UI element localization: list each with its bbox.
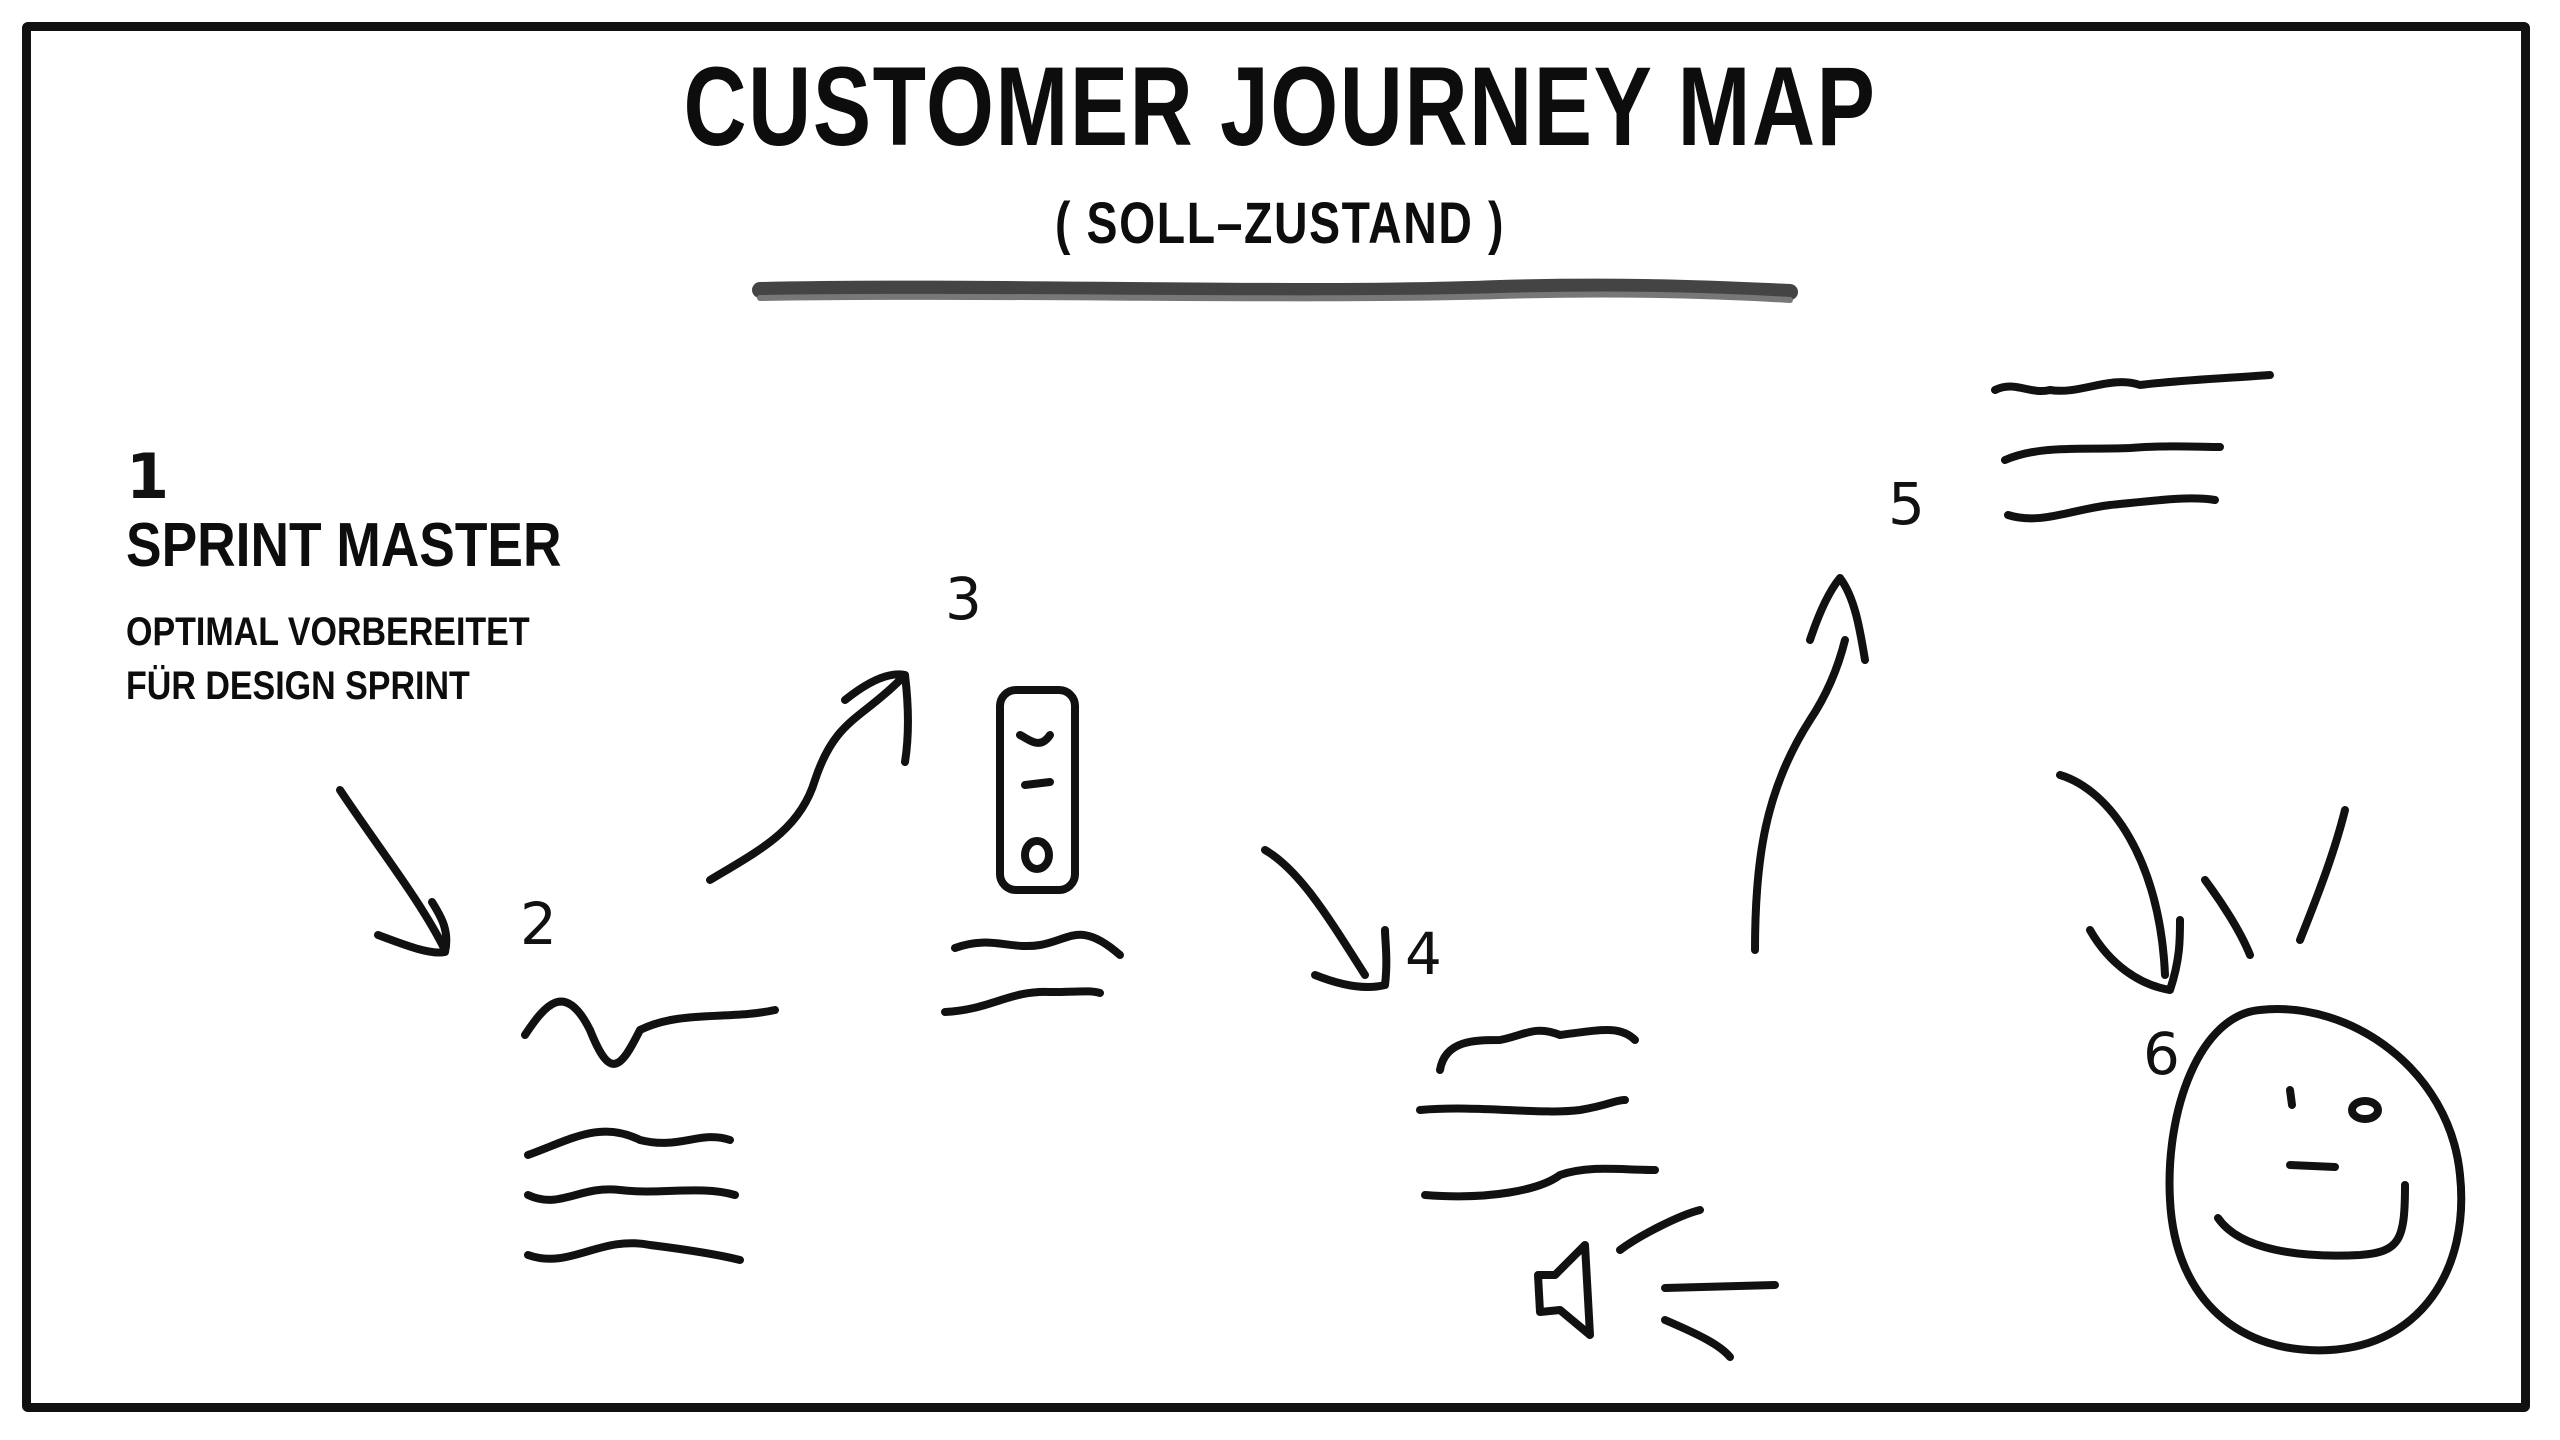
- step-5-scribble-3: [2004, 494, 2219, 523]
- step-4-megaphone-wave-1: [1616, 1206, 1704, 1254]
- step-5-number: 5: [1888, 470, 1925, 538]
- step-6-excitement-line-2: [2296, 806, 2349, 944]
- arrow-5-to-6: [2056, 771, 2169, 979]
- step-6-face-smile: [2214, 1181, 2409, 1260]
- step-2-scribble-2: [524, 1127, 734, 1159]
- page-title: CUSTOMER JOURNEY MAP: [683, 44, 1877, 169]
- step-1-title: SPRINT MASTER: [126, 511, 562, 580]
- step-4-megaphone-wave-2: [1661, 1281, 1779, 1292]
- arrow-4-to-5-head: [1806, 574, 1869, 664]
- arrow-2-to-3: [706, 676, 904, 884]
- step-6-number: 6: [2143, 1020, 2180, 1088]
- step-4-scribble-2: [1416, 1096, 1629, 1116]
- arrow-1-to-2-head: [374, 898, 451, 957]
- arrow-3-to-4-head: [1311, 926, 1391, 991]
- step-3-phone: [996, 686, 1079, 894]
- board-frame: [22, 22, 2530, 1412]
- step-4-megaphone-wave-3: [1661, 1316, 1734, 1361]
- step-3-phone-check: [1016, 731, 1054, 747]
- step-1-description: OPTIMAL VORBEREITET FÜR DESIGN SPRINT: [126, 605, 530, 713]
- step-2-scribble-4: [524, 1239, 744, 1264]
- arrow-5-to-6-head: [2086, 916, 2184, 994]
- step-1-description-line-2: FÜR DESIGN SPRINT: [126, 664, 470, 708]
- step-3-scribble-2: [941, 987, 1104, 1016]
- arrow-1-to-2: [336, 786, 449, 954]
- step-6-face-nose: [2286, 1161, 2339, 1171]
- step-2-number: 2: [520, 890, 557, 958]
- step-4-scribble-3: [1421, 1164, 1659, 1201]
- step-3-scribble-1: [951, 930, 1124, 959]
- step-5-scribble-1: [1991, 371, 2274, 395]
- title-underline: [752, 278, 1798, 300]
- step-2-scribble-1: [521, 997, 779, 1068]
- page-subtitle: ( SOLL–ZUSTAND ): [1054, 191, 1506, 256]
- step-1-description-line-1: OPTIMAL VORBEREITET: [126, 610, 530, 654]
- arrow-3-to-4: [1261, 846, 1369, 979]
- step-2-scribble-3: [524, 1185, 739, 1204]
- step-3-phone-button: [1021, 837, 1053, 873]
- step-6-excitement-line-1: [2201, 876, 2254, 959]
- step-6-face-eye-left: [2286, 1086, 2296, 1109]
- step-4-megaphone-icon: [1534, 1241, 1594, 1339]
- step-1-number: 1: [126, 440, 170, 513]
- step-5-scribble-2: [2001, 442, 2224, 464]
- step-4-scribble-1: [1436, 1026, 1639, 1074]
- step-6-face: [2165, 1005, 2466, 1355]
- step-4-number: 4: [1405, 920, 1442, 988]
- step-3-phone-line: [1021, 778, 1054, 789]
- step-3-number: 3: [945, 565, 982, 633]
- arrow-2-to-3-head: [841, 670, 913, 766]
- arrow-4-to-5: [1751, 636, 1849, 954]
- title-underline-shadow: [757, 291, 1793, 303]
- step-6-face-eye-right: [2348, 1097, 2382, 1123]
